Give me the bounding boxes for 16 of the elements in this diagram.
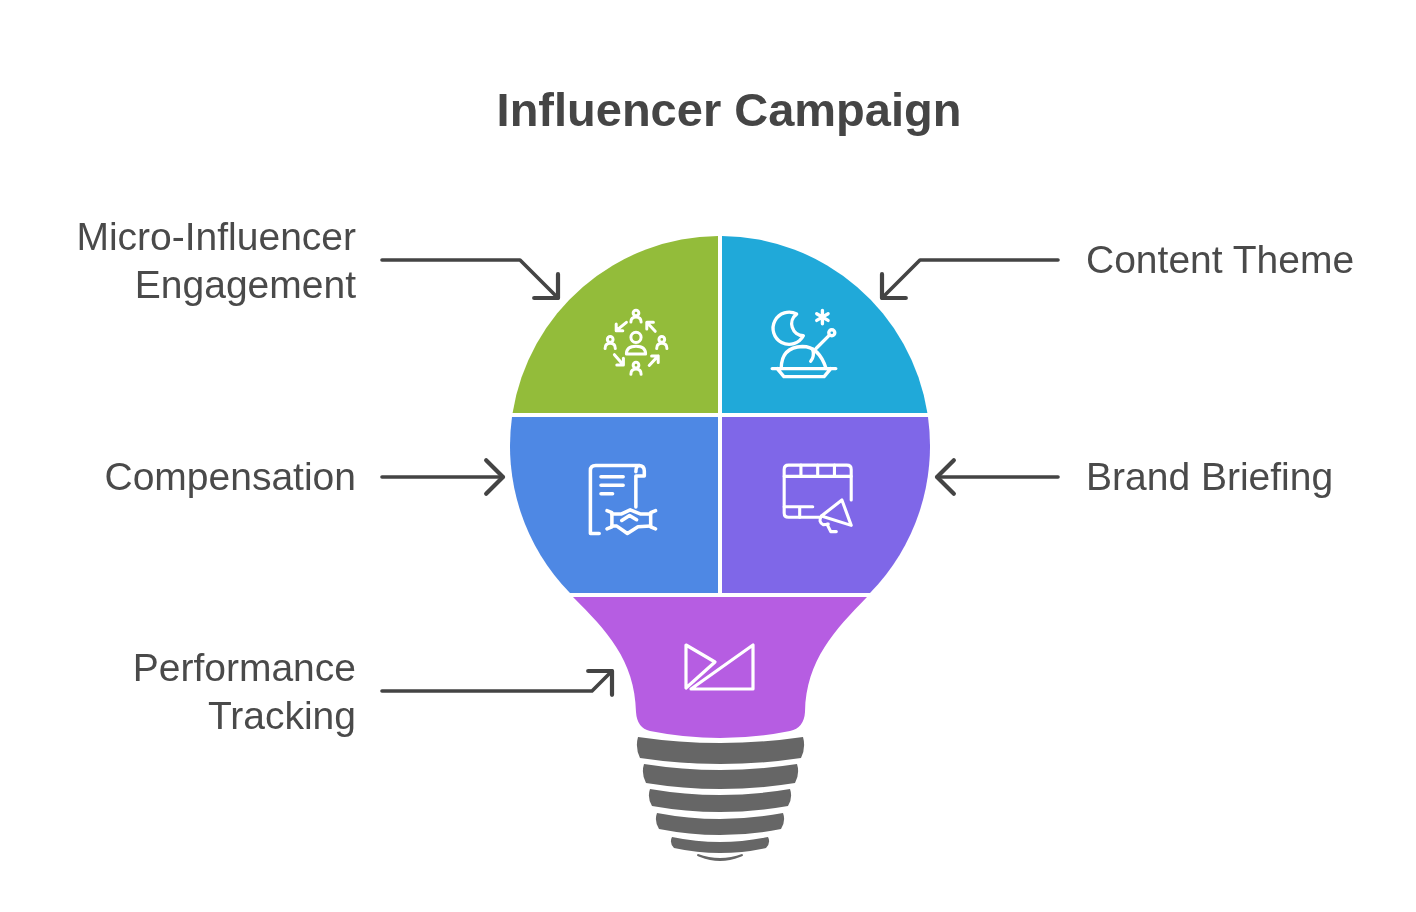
arrow — [380, 668, 615, 697]
bulb-segment — [573, 597, 867, 739]
arrow — [879, 258, 1060, 301]
callout-label: Content Theme — [1086, 236, 1356, 284]
title: Influencer Campaign — [496, 82, 962, 138]
arrow — [380, 258, 561, 301]
callout-label: Compensation — [103, 453, 356, 501]
bulb-segment — [722, 236, 928, 413]
bulb-segment — [510, 417, 718, 593]
callout-label: Performance Tracking — [131, 644, 356, 740]
arrow — [380, 458, 506, 496]
callout-label: Micro-Influencer Engagement — [75, 213, 356, 309]
callout-label: Brand Briefing — [1086, 453, 1335, 501]
bulb-segment — [722, 417, 930, 593]
bulb-segment — [512, 236, 718, 413]
arrow — [934, 458, 1060, 496]
